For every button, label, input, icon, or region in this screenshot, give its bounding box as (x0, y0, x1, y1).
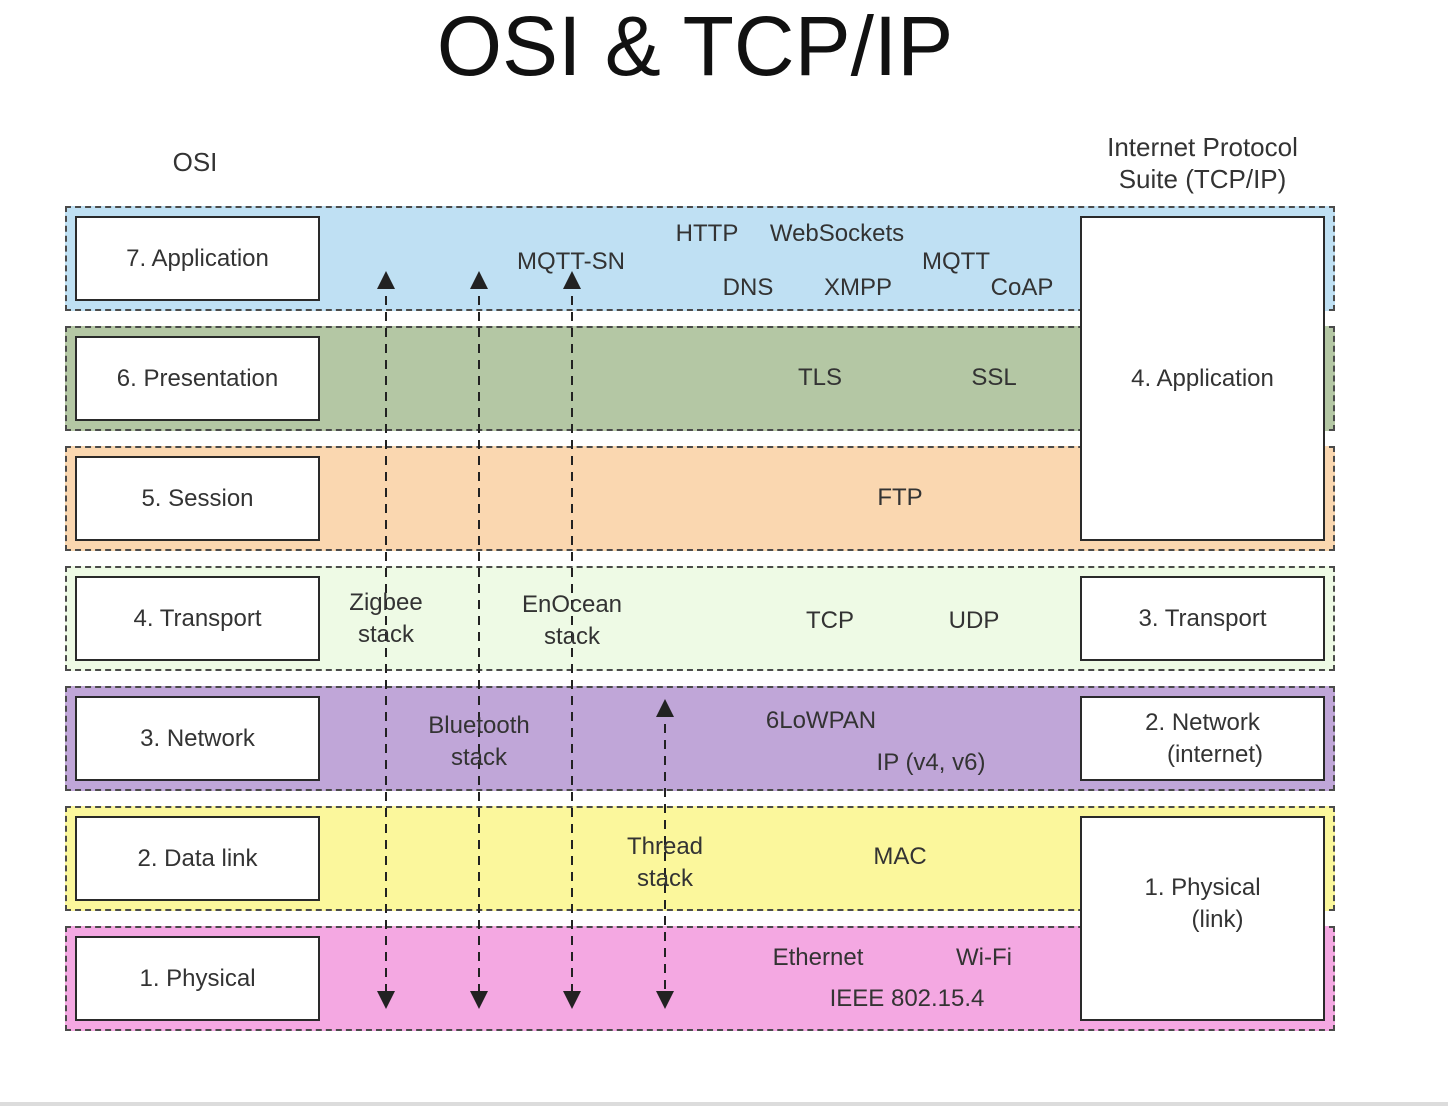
bluetooth-stack-label: Bluetooth stack (428, 710, 529, 774)
tcpip-layer-physical-sublabel: (link) (1191, 905, 1244, 933)
protocol-tls: TLS (797, 364, 843, 391)
bottom-divider (0, 1102, 1448, 1106)
page-title: OSI & TCP/IP (436, 0, 954, 93)
osi-layer-application: 7. Application (75, 216, 320, 301)
bluetooth-stack-label-line-2: stack (450, 744, 508, 771)
osi-layer-presentation: 6. Presentation (75, 336, 320, 421)
protocol-udp: UDP (948, 607, 1000, 634)
protocol-xmpp: XMPP (823, 274, 893, 301)
thread-stack-label: Thread stack (627, 831, 703, 895)
tcpip-layer-application: 4. Application (1080, 216, 1325, 541)
zigbee-stack-label-line-1: Zigbee (349, 589, 423, 616)
tcpip-heading-line-2: Suite (TCP/IP) (1118, 164, 1287, 194)
tcpip-layer-physical-label: 1. Physical (1144, 873, 1261, 901)
zigbee-stack-label-line-2: stack (357, 621, 415, 648)
osi-layer-network: 3. Network (75, 696, 320, 781)
enocean-stack-label: EnOcean stack (522, 589, 622, 653)
protocol-ssl: SSL (971, 364, 1017, 391)
protocol-tcp: TCP (806, 607, 854, 634)
protocol-mqtt-sn: MQTT-SN (517, 248, 625, 275)
protocol-ip: IP (v4, v6) (876, 749, 986, 776)
thread-stack-label-line-2: stack (636, 865, 694, 892)
enocean-stack-label-line-1: EnOcean (521, 591, 623, 618)
tcpip-heading-line-1: Internet Protocol (1107, 132, 1298, 162)
protocol-http: HTTP (675, 220, 739, 247)
osi-heading: OSI (172, 147, 218, 177)
protocol-mac: MAC (873, 843, 927, 870)
enocean-stack-label-line-2: stack (543, 623, 601, 650)
protocol-wifi: Wi-Fi (956, 944, 1012, 971)
protocol-ethernet: Ethernet (772, 944, 864, 971)
protocol-coap: CoAP (990, 274, 1054, 301)
tcpip-layer-network-label: 2. Network (1145, 708, 1260, 736)
zigbee-stack-label: Zigbee stack (349, 587, 422, 651)
protocol-mqtt: MQTT (922, 248, 990, 275)
tcpip-heading: Internet Protocol Suite (TCP/IP) (1060, 131, 1345, 195)
osi-layer-transport: 4. Transport (75, 576, 320, 661)
tcpip-layer-physical: 1. Physical (link) (1080, 816, 1325, 1021)
tcpip-layer-transport-label: 3. Transport (1138, 604, 1267, 632)
osi-layer-physical: 1. Physical (75, 936, 320, 1021)
protocol-ieee-802-15-4: IEEE 802.15.4 (829, 985, 985, 1012)
protocol-ftp: FTP (877, 484, 923, 511)
osi-layer-session: 5. Session (75, 456, 320, 541)
protocol-websockets: WebSockets (769, 220, 905, 247)
tcpip-layer-transport: 3. Transport (1080, 576, 1325, 661)
protocol-dns: DNS (722, 274, 774, 301)
protocol-6lowpan: 6LoWPAN (765, 707, 877, 734)
tcpip-layer-network: 2. Network (internet) (1080, 696, 1325, 781)
tcpip-layer-network-sublabel: (internet) (1166, 740, 1264, 768)
bluetooth-stack-label-line-1: Bluetooth (428, 712, 530, 739)
thread-stack-label-line-1: Thread (626, 833, 704, 860)
osi-layer-datalink: 2. Data link (75, 816, 320, 901)
tcpip-layer-application-label: 4. Application (1131, 364, 1274, 392)
